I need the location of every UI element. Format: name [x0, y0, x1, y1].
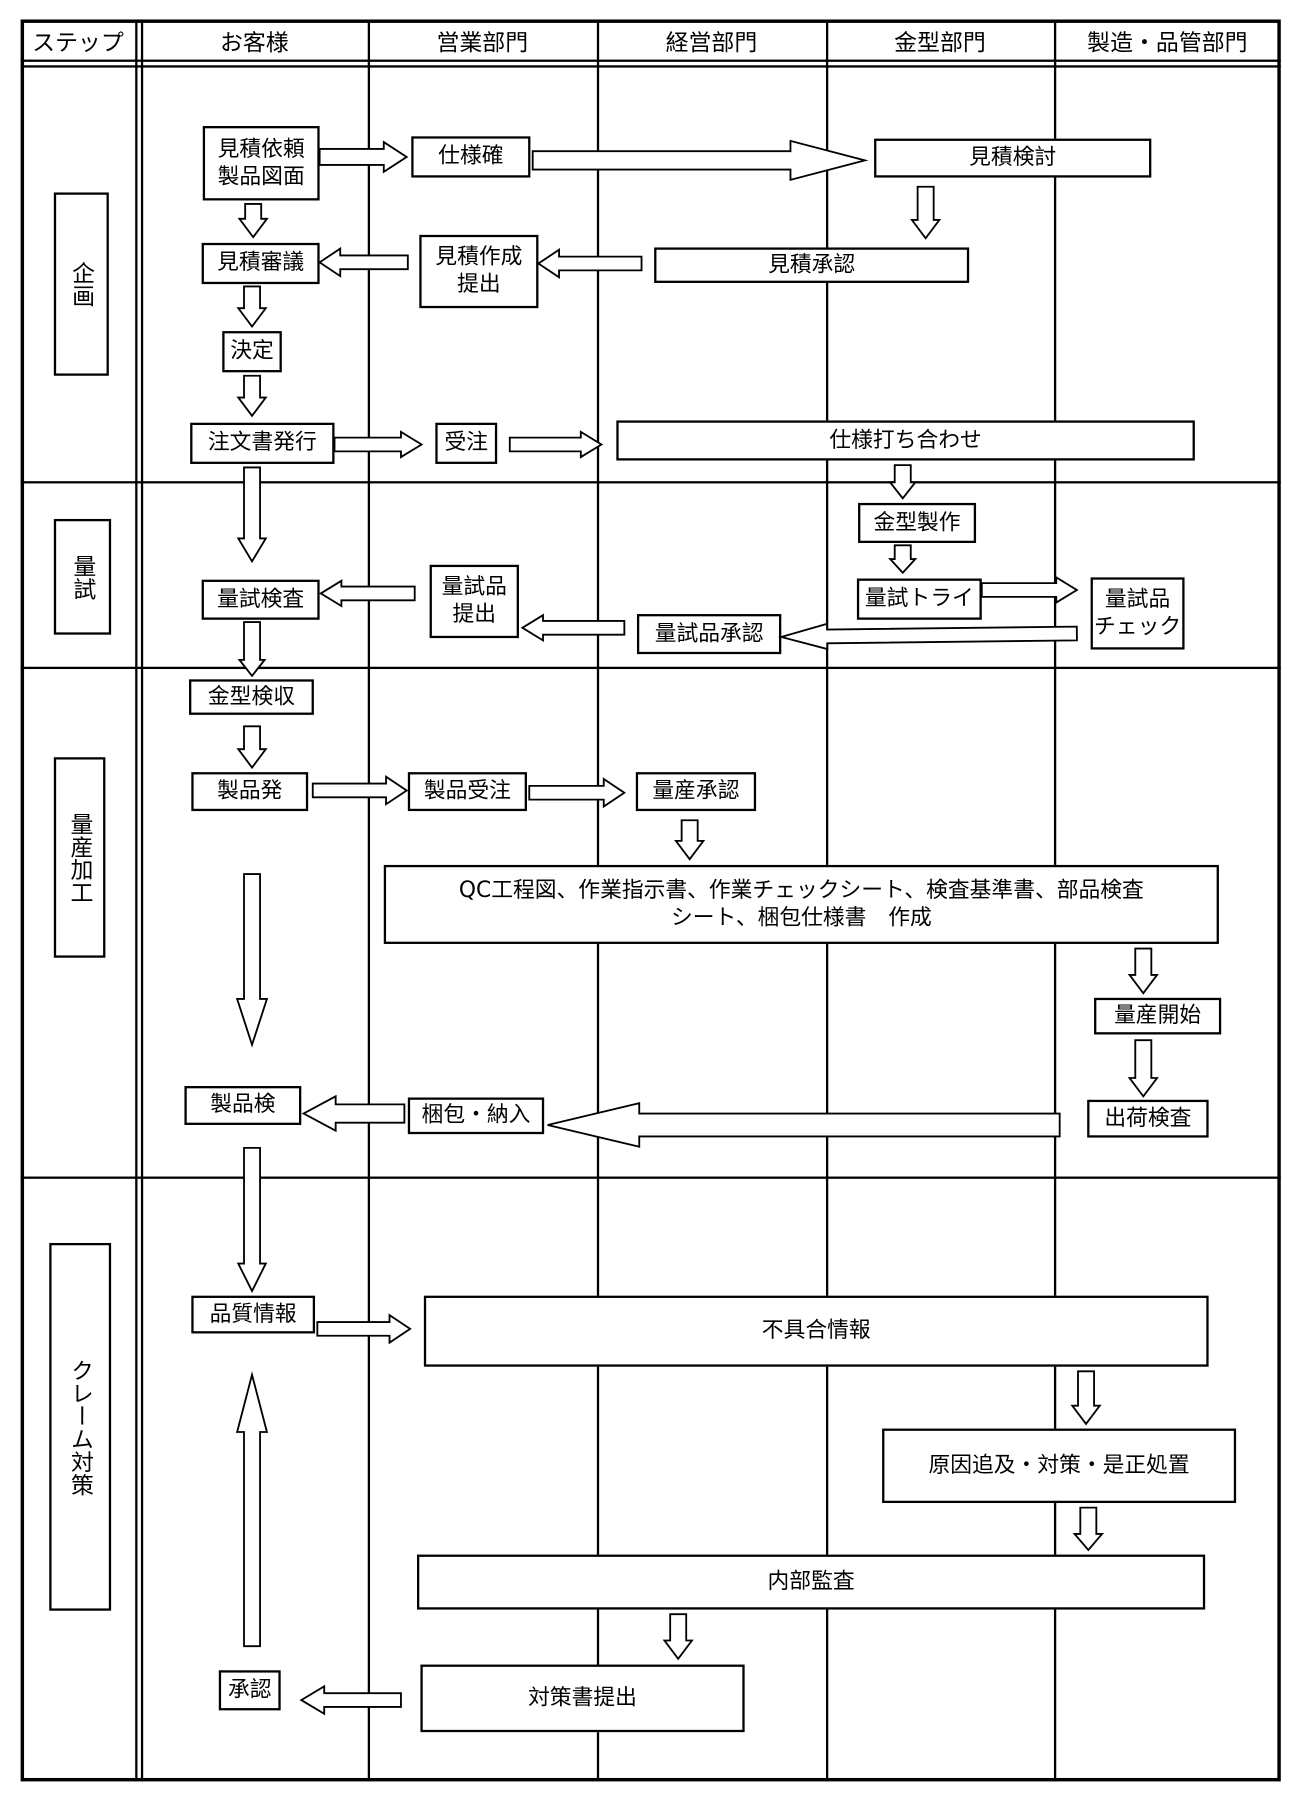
box-estimate-review: 見積検討 [874, 138, 1152, 178]
step-trial: 量試 [53, 518, 112, 635]
flow-arrow [508, 430, 604, 459]
box-trial-approval: 量試品承認 [636, 614, 782, 655]
box-internal-audit: 内部監査 [416, 1554, 1206, 1610]
box-estimate-approval: 見積承認 [654, 247, 970, 283]
box-mass-start: 量産開始 [1094, 997, 1222, 1035]
flow-arrow [531, 139, 869, 182]
box-documents: QC工程図、作業指示書、作業チェックシート、検査基準書、部品検査 シート、梱包仕… [383, 864, 1219, 944]
flow-arrow [536, 248, 643, 279]
box-decision: 決定 [222, 331, 282, 373]
box-mass-approval: 量産承認 [635, 772, 757, 812]
flow-arrow [318, 140, 409, 174]
step-claim: クレーム対策 [49, 1242, 112, 1611]
box-countermeasure-submit: 対策書提出 [420, 1664, 745, 1733]
flow-arrow [235, 1371, 269, 1648]
box-estimate-deliberation: 見積審議 [201, 242, 320, 285]
flow-arrow [237, 203, 269, 239]
flow-arrow [319, 579, 416, 608]
flow-arrow [333, 430, 424, 459]
flow-arrow [910, 185, 942, 240]
box-defect-info: 不具合情報 [423, 1295, 1209, 1367]
section-line [20, 666, 1281, 670]
header-manufacturing-qc: 製造・品管部門 [1087, 28, 1248, 56]
box-mold-making: 金型製作 [858, 502, 977, 544]
flow-arrow [236, 285, 268, 329]
flow-arrow [236, 1146, 268, 1294]
box-approval: 承認 [218, 1670, 281, 1711]
flow-arrow [547, 1102, 1061, 1148]
flow-arrow [1127, 1039, 1159, 1098]
flow-arrow [1070, 1370, 1102, 1426]
box-estimate-request: 見積依頼 製品図面 [202, 126, 320, 201]
header-step: ステップ [32, 28, 124, 56]
section-line [20, 481, 1281, 484]
flow-arrow [237, 621, 267, 678]
box-shipping-inspection: 出荷検査 [1087, 1099, 1209, 1138]
lane-line [367, 19, 371, 1782]
flow-arrow [301, 1094, 406, 1133]
box-root-cause: 原因追及・対策・是正処置 [882, 1428, 1237, 1504]
flow-arrow [528, 777, 627, 809]
flow-arrow [980, 575, 1079, 605]
header-sales: 営業部門 [436, 28, 529, 56]
header-customer: お客様 [219, 28, 289, 56]
box-quality-info: 品質情報 [191, 1295, 316, 1334]
box-trial-submit: 量試品 提出 [429, 564, 519, 639]
box-purchase-order: 注文書発行 [190, 422, 335, 464]
box-trial-try: 量試トライ [856, 578, 982, 620]
box-spec-meeting: 仕様打ち合わせ [616, 420, 1195, 461]
step-mass-production: 量産加工 [53, 757, 106, 958]
box-product-order-received: 製品受注 [407, 772, 527, 812]
box-packing-delivery: 梱包・納入 [407, 1097, 545, 1135]
flow-arrow [888, 464, 918, 500]
step-divider-2 [140, 19, 144, 1782]
outer-border [20, 19, 1281, 1782]
flow-arrow [888, 544, 918, 575]
flow-arrow [235, 873, 269, 1048]
step-planning: 企画 [53, 192, 109, 376]
header-divider-2 [20, 65, 1281, 68]
flow-arrow [520, 613, 626, 643]
flow-arrow [236, 725, 268, 770]
box-estimate-create: 見積作成 提出 [419, 234, 539, 309]
flow-arrow [662, 1613, 694, 1661]
flow-arrow [674, 819, 706, 861]
flow-arrow [317, 246, 409, 278]
header-divider [20, 59, 1281, 62]
flow-arrow [311, 775, 409, 806]
box-spec-confirm: 仕様確 [411, 136, 531, 178]
box-mold-acceptance: 金型検収 [189, 679, 314, 715]
flow-arrow [1127, 947, 1159, 995]
flow-arrow [299, 1684, 402, 1716]
header-mold: 金型部門 [894, 28, 986, 56]
box-product-order: 製品発 [191, 772, 309, 812]
flow-arrow [236, 374, 268, 418]
flow-arrow [1072, 1506, 1105, 1552]
box-order-received: 受注 [435, 422, 498, 464]
box-trial-inspection: 量試検査 [201, 579, 320, 620]
box-trial-check: 量試品 チェック [1090, 577, 1185, 650]
flow-arrow [236, 466, 268, 564]
box-product-inspection: 製品検 [184, 1086, 302, 1125]
section-line [20, 1176, 1281, 1179]
step-divider [135, 19, 138, 1782]
flow-arrow [316, 1313, 412, 1345]
header-management: 経営部門 [665, 28, 758, 56]
flow-arrow [777, 622, 1078, 651]
